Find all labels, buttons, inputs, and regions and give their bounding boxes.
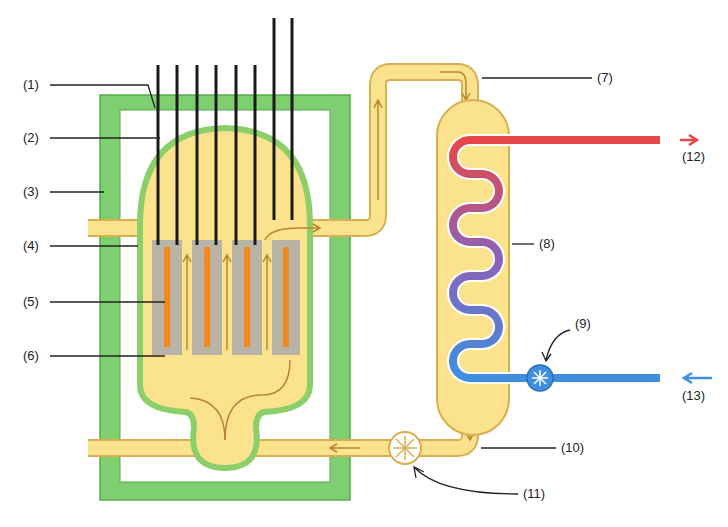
callout-number: (13) bbox=[681, 388, 706, 403]
control-rods bbox=[158, 18, 292, 245]
callout-number: (11) bbox=[522, 486, 546, 501]
steam-out-arrow bbox=[680, 135, 697, 145]
callout-number: (1) bbox=[22, 77, 40, 92]
water-steam-tube bbox=[453, 140, 660, 378]
callout-number: (6) bbox=[22, 348, 40, 363]
callout-number: (10) bbox=[560, 440, 585, 455]
reactor-vessel bbox=[140, 128, 310, 468]
callout-number: (3) bbox=[22, 184, 40, 199]
flow-arrows bbox=[183, 72, 474, 452]
callout-number: (12) bbox=[681, 149, 706, 164]
leader-lines bbox=[50, 78, 592, 494]
callout-number: (7) bbox=[596, 70, 614, 85]
tube-outline bbox=[453, 140, 660, 378]
callout-number: (2) bbox=[22, 130, 40, 145]
water-in-arrow bbox=[684, 373, 712, 383]
feed-pump bbox=[527, 365, 553, 391]
callout-number: (8) bbox=[538, 236, 556, 251]
callout-number: (4) bbox=[22, 238, 40, 253]
reactor-core bbox=[152, 240, 300, 355]
callout-number: (5) bbox=[22, 294, 40, 309]
containment-interior bbox=[120, 110, 330, 482]
gas-circulator bbox=[389, 432, 421, 464]
callout-number: (9) bbox=[574, 316, 592, 331]
